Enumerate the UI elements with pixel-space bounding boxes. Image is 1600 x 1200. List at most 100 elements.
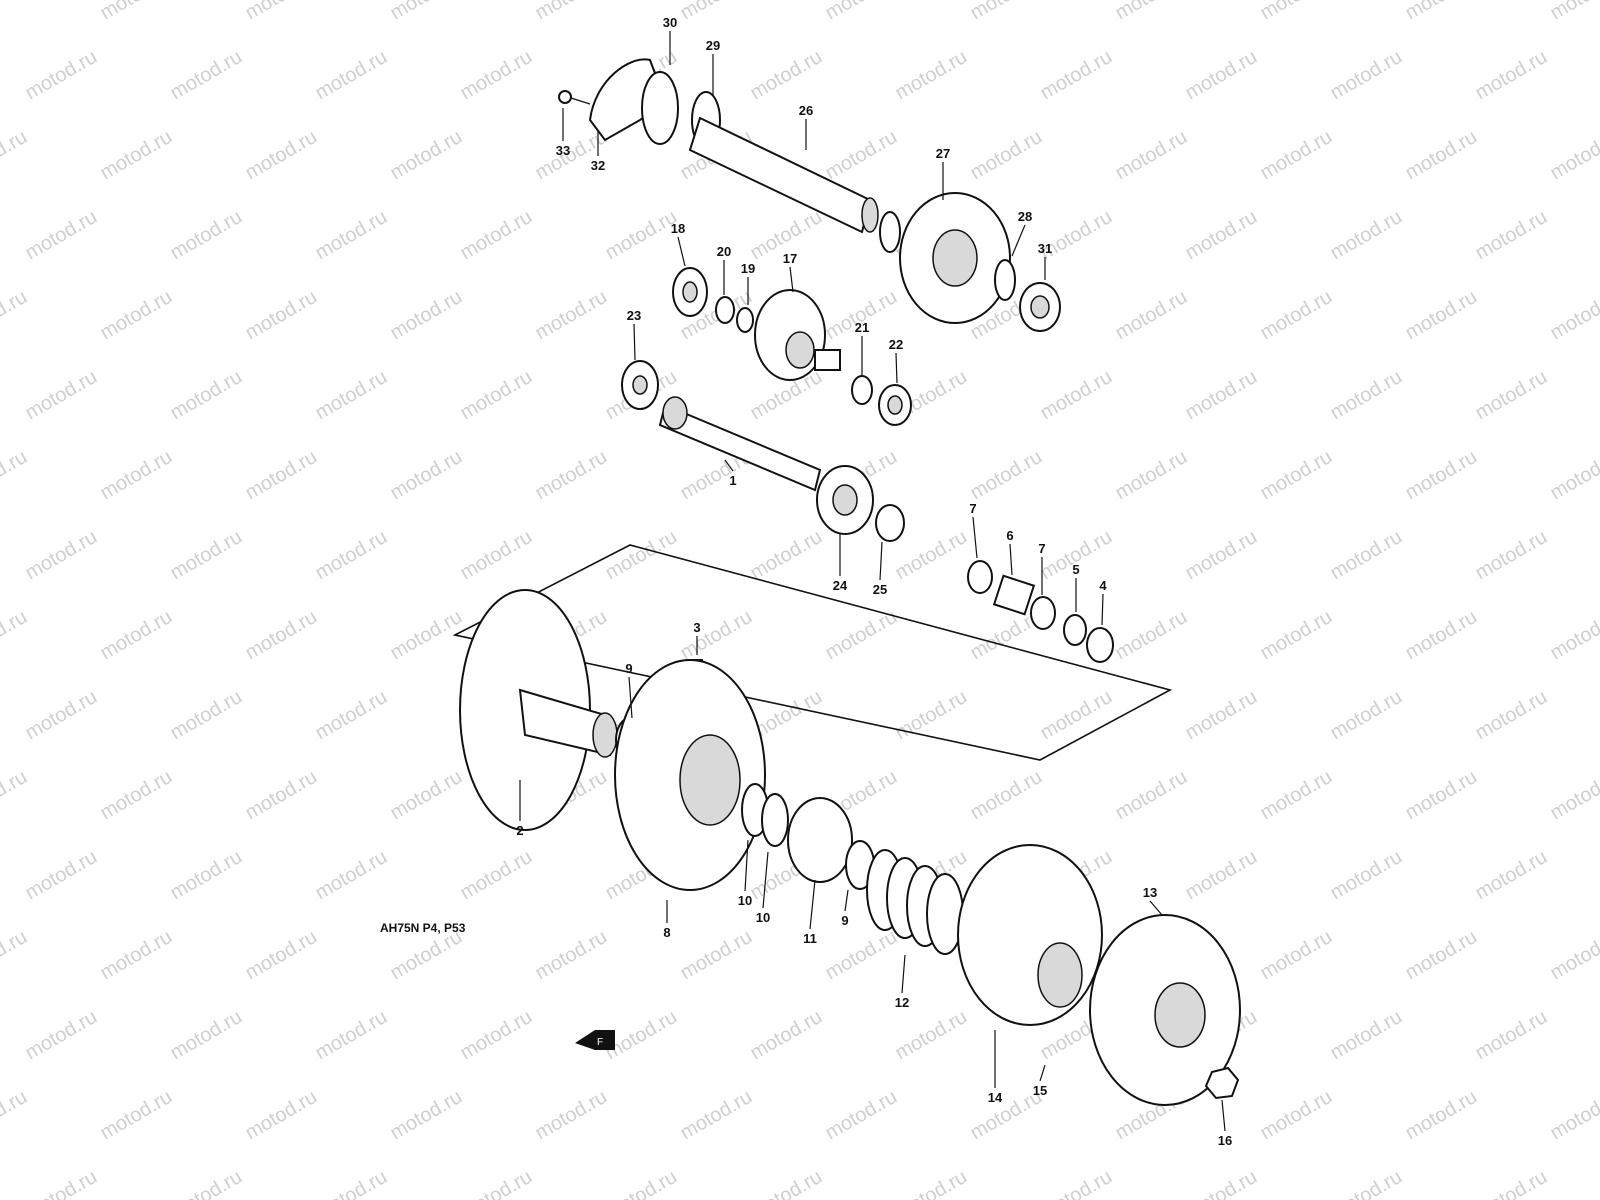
watermark-text: motod.ru — [97, 0, 176, 24]
bolt-head — [558, 90, 572, 104]
watermark-text: motod.ru — [242, 126, 321, 185]
direction-badge-text: F — [597, 1037, 603, 1048]
watermark-text: motod.ru — [1327, 366, 1406, 425]
watermark-text: motod.ru — [1182, 366, 1261, 425]
spring-12 — [866, 849, 964, 955]
watermark-text: motod.ru — [242, 286, 321, 345]
callout-label: 14 — [988, 1090, 1003, 1105]
callout-label: 27 — [936, 146, 950, 161]
watermark-text: motod.ru — [747, 1006, 826, 1065]
watermark-text: motod.ru — [822, 1086, 901, 1145]
watermark-text: motod.ru — [1472, 1166, 1551, 1200]
watermark-text: motod.ru — [1112, 766, 1191, 825]
watermark-text: motod.ru — [1257, 446, 1336, 505]
watermark-text: motod.ru — [1472, 526, 1551, 585]
intermediate-shaft-assembly — [672, 267, 912, 426]
watermark-text: motod.ru — [22, 1166, 101, 1200]
drive-shaft-assembly — [621, 360, 905, 542]
assembly-outline — [452, 544, 1173, 761]
callout-leader — [789, 266, 794, 293]
oil-seal-4 — [1086, 627, 1114, 663]
watermark-text: motod.ru — [312, 846, 391, 905]
countershaft-assembly — [558, 58, 1061, 332]
callout-label: 16 — [1218, 1133, 1232, 1148]
watermark-text: motod.ru — [1547, 286, 1600, 345]
watermark-text: motod.ru — [242, 926, 321, 985]
watermark-text: motod.ru — [312, 1006, 391, 1065]
watermark-text: motod.ru — [1112, 0, 1191, 24]
washer-21 — [851, 375, 873, 405]
watermark-text: motod.ru — [0, 126, 31, 185]
guide-11 — [787, 797, 853, 883]
watermark-text: motod.ru — [1257, 926, 1336, 985]
watermark-text: motod.ru — [1547, 446, 1600, 505]
watermark-text: motod.ru — [0, 766, 31, 825]
watermark-text: motod.ru — [167, 206, 246, 265]
watermark-text: motod.ru — [532, 286, 611, 345]
callout-leader — [1149, 900, 1163, 916]
watermark-text: motod.ru — [97, 126, 176, 185]
watermark-text: motod.ru — [677, 1086, 756, 1145]
watermark-text: motod.ru — [242, 0, 321, 24]
watermark-text: motod.ru — [387, 0, 466, 24]
nut-16 — [1204, 1066, 1240, 1100]
watermark-text: motod.ru — [1257, 766, 1336, 825]
callout-label: 23 — [627, 308, 641, 323]
watermark-text: motod.ru — [1327, 1006, 1406, 1065]
washer-20 — [715, 296, 735, 324]
watermark-text: motod.ru — [1547, 1086, 1600, 1145]
callout-label: 32 — [591, 158, 605, 173]
callout-label: 15 — [1033, 1083, 1047, 1098]
watermark-text: motod.ru — [167, 846, 246, 905]
callout-leader — [744, 839, 749, 892]
small-parts-group — [967, 560, 1114, 663]
watermark-text: motod.ru — [0, 446, 31, 505]
callout-leader — [633, 323, 636, 361]
watermark-text: motod.ru — [1472, 1006, 1551, 1065]
callout-label: 10 — [738, 893, 752, 908]
watermark-text: motod.ru — [822, 126, 901, 185]
watermark-text: motod.ru — [242, 1086, 321, 1145]
watermark-text: motod.ru — [457, 366, 536, 425]
callout-label: 20 — [717, 244, 731, 259]
o-ring-10-b — [761, 793, 789, 847]
callout-label: 28 — [1018, 209, 1032, 224]
watermark-text: motod.ru — [1112, 606, 1191, 665]
watermark-text: motod.ru — [967, 446, 1046, 505]
watermark-text: motod.ru — [892, 46, 971, 105]
watermark-text: motod.ru — [97, 766, 176, 825]
watermark-text: motod.ru — [1112, 446, 1191, 505]
watermark-text: motod.ru — [1402, 0, 1481, 24]
watermark-text: motod.ru — [22, 366, 101, 425]
watermark-text: motod.ru — [312, 526, 391, 585]
callout-leader — [677, 236, 686, 267]
watermark-text: motod.ru — [747, 1166, 826, 1200]
watermark-text: motod.ru — [892, 1006, 971, 1065]
watermark-text: motod.ru — [387, 286, 466, 345]
watermark-text: motod.ru — [167, 526, 246, 585]
watermark-text: motod.ru — [1402, 606, 1481, 665]
drive-shaft-1 — [658, 403, 822, 492]
watermark-text: motod.ru — [0, 926, 31, 985]
callout-label: 31 — [1038, 241, 1052, 256]
watermark-text: motod.ru — [167, 366, 246, 425]
watermark-text: motod.ru — [22, 46, 101, 105]
watermark-text: motod.ru — [22, 686, 101, 745]
watermark-text: motod.ru — [457, 526, 536, 585]
watermark-text: motod.ru — [387, 446, 466, 505]
callout-label: 19 — [741, 261, 755, 276]
watermark-text: motod.ru — [1327, 686, 1406, 745]
watermark-text: motod.ru — [242, 446, 321, 505]
circlip-28-upper — [879, 211, 901, 253]
watermark-text: motod.ru — [312, 686, 391, 745]
watermark-text: motod.ru — [1402, 1086, 1481, 1145]
watermark-text: motod.ru — [167, 1166, 246, 1200]
callout-label: 22 — [889, 337, 903, 352]
callout-leader — [972, 516, 978, 559]
watermark-text: motod.ru — [1257, 1086, 1336, 1145]
watermark-text: motod.ru — [1257, 0, 1336, 24]
driven-pulley-assembly — [459, 589, 1241, 1106]
watermark-text: motod.ru — [822, 0, 901, 24]
callout-label: 4 — [1099, 578, 1107, 593]
